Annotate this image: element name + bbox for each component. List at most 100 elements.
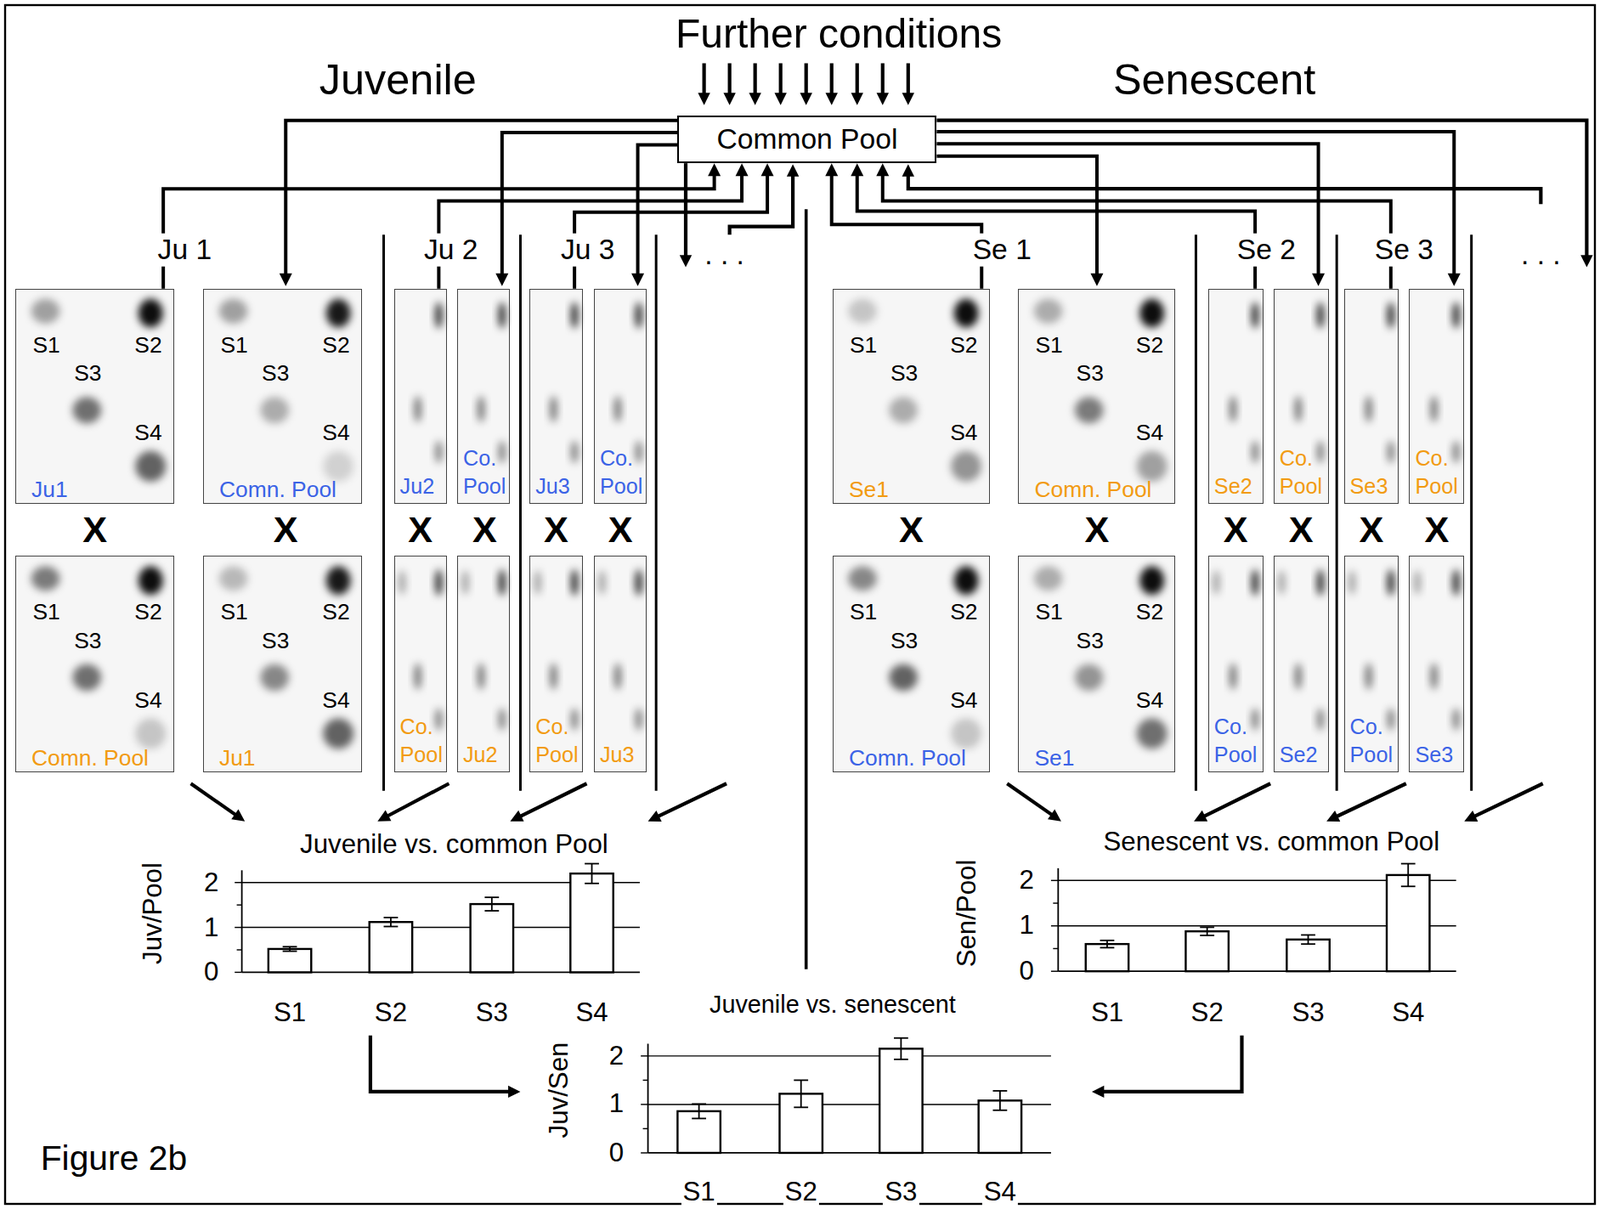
- spot-label: S2: [949, 599, 978, 625]
- protein-spot: [1452, 569, 1459, 596]
- error-bar: [793, 1106, 809, 1109]
- gel-background: [15, 555, 175, 773]
- axis-tick: [640, 1103, 648, 1105]
- protein-spot: [1430, 663, 1437, 690]
- error-bar: [491, 897, 493, 911]
- arrowhead: [1091, 1085, 1104, 1098]
- protein-spot: [1139, 299, 1165, 328]
- gel-image: Se3: [1344, 288, 1400, 504]
- gel-background: [1017, 555, 1176, 773]
- protein-spot: [1212, 570, 1220, 595]
- sample-label: Co. Pool: [1414, 444, 1463, 501]
- spot-label: S3: [73, 627, 102, 654]
- figure-caption: Figure 2b: [39, 1138, 189, 1179]
- connector-arrow: [438, 163, 748, 289]
- bar: [470, 904, 514, 973]
- cross-symbol: X: [80, 509, 109, 553]
- protein-spot: [31, 299, 61, 324]
- protein-spot: [435, 707, 442, 730]
- arrowhead: [508, 1085, 521, 1098]
- spot-label: S2: [1136, 332, 1164, 358]
- connector-line: [1336, 783, 1407, 817]
- protein-spot: [260, 396, 289, 424]
- cross-symbol: X: [470, 509, 499, 553]
- error-bar: [282, 945, 298, 948]
- gel-image: Ju2: [394, 288, 447, 504]
- error-bar: [584, 882, 600, 885]
- flow-arrow: [723, 62, 735, 105]
- group-heading: Juvenile: [317, 55, 479, 105]
- protein-spot: [435, 301, 442, 328]
- connector-arrow: [936, 156, 1103, 287]
- chart-title: Juvenile vs. common Pool: [298, 829, 611, 860]
- spot-label: S4: [949, 686, 978, 713]
- axis-label: Sen/Pool: [951, 857, 983, 969]
- protein-spot: [614, 663, 622, 690]
- protein-spot: [435, 569, 442, 596]
- spot-label: S3: [73, 360, 102, 386]
- arrowhead: [679, 254, 692, 267]
- spot-label: S4: [1136, 419, 1164, 446]
- protein-spot: [219, 565, 249, 591]
- connector-arrow: [936, 143, 1325, 287]
- category-label: S3: [882, 1176, 919, 1208]
- error-bar: [691, 1118, 707, 1120]
- protein-spot: [326, 565, 351, 595]
- flow-arrow: [774, 62, 786, 105]
- protein-spot: [477, 395, 485, 423]
- category-label: S4: [982, 1176, 1018, 1208]
- flow-arrow: [902, 163, 1542, 204]
- connector-arrow: [876, 163, 1391, 289]
- flow-arrow: [876, 62, 889, 105]
- protein-spot: [1387, 707, 1395, 730]
- gel-background: [15, 288, 175, 504]
- protein-spot: [435, 440, 442, 464]
- protein-spot: [135, 718, 166, 749]
- spot-label: S2: [949, 332, 978, 358]
- protein-spot: [549, 663, 557, 690]
- arrowhead: [748, 92, 761, 105]
- spot-label: S3: [1076, 360, 1104, 386]
- protein-spot: [398, 570, 406, 595]
- arrowhead: [851, 92, 864, 105]
- arrowhead: [876, 92, 889, 105]
- gel-image: Ju2: [457, 555, 510, 773]
- axis-tick: [1052, 948, 1058, 950]
- protein-spot: [1251, 569, 1259, 596]
- category-label: S4: [573, 998, 610, 1029]
- separator-line: [1194, 234, 1198, 791]
- flow-arrow: [1326, 783, 1407, 822]
- gel-background: [203, 555, 362, 773]
- protein-spot: [1034, 299, 1063, 324]
- gel-background: [1344, 555, 1400, 773]
- spot-label: S4: [1136, 686, 1164, 713]
- arrowhead: [876, 163, 889, 176]
- cross-symbol: X: [897, 509, 926, 553]
- sample-label: Ju3: [599, 740, 645, 769]
- axis-tick: [1052, 902, 1058, 904]
- connector-line: [1102, 1035, 1242, 1092]
- gel-background: [457, 288, 510, 504]
- sample-label: Comn. Pool: [848, 745, 967, 771]
- tick-label: 2: [607, 1040, 626, 1072]
- error-bar: [1307, 934, 1310, 945]
- gel-background: [1208, 288, 1264, 504]
- gel-image: S1S2S3S4Se1: [1017, 555, 1176, 773]
- error-bar: [893, 1058, 909, 1061]
- protein-spot: [498, 707, 506, 730]
- protein-spot: [326, 299, 351, 328]
- spot-label: S1: [1034, 599, 1063, 625]
- protein-spot: [1251, 440, 1259, 464]
- connector-line: [657, 783, 727, 817]
- cross-symbol: X: [1422, 509, 1451, 553]
- spot-label: S3: [890, 627, 918, 654]
- protein-spot: [1136, 718, 1168, 749]
- error-bar: [282, 950, 298, 953]
- arrowhead: [495, 273, 509, 287]
- protein-spot: [950, 451, 982, 482]
- gel-background: [832, 555, 990, 773]
- protein-spot: [549, 395, 557, 423]
- gel-image: Se3: [1408, 555, 1465, 773]
- sample-label: Co. Pool: [535, 712, 581, 769]
- group-heading: Senescent: [1111, 55, 1318, 105]
